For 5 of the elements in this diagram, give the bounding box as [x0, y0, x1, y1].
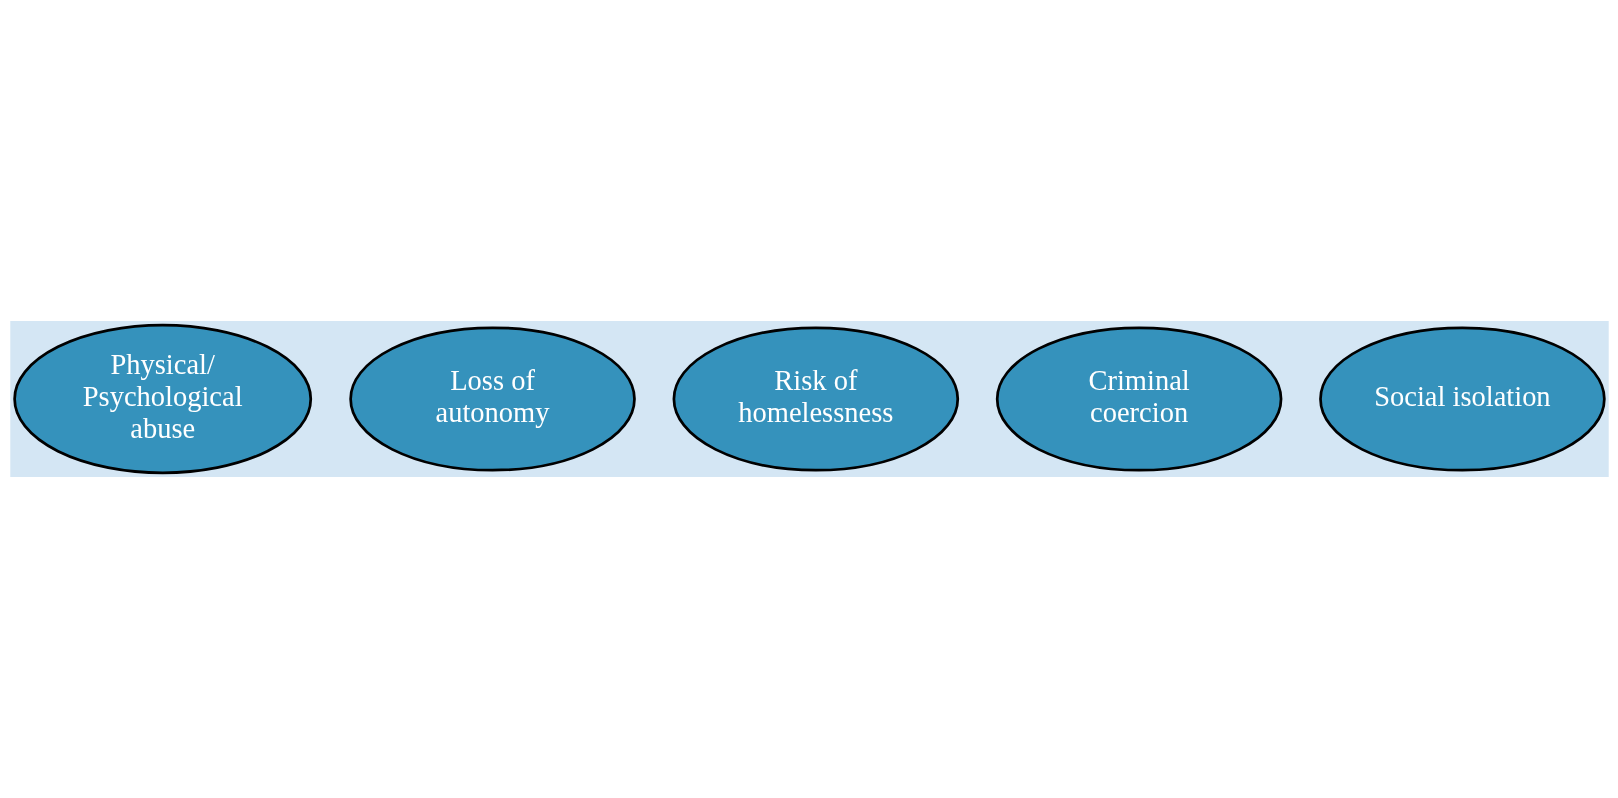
- node-ellipse: Loss of autonomy: [348, 326, 636, 472]
- node-ellipse: Criminal coercion: [995, 326, 1282, 472]
- node-ellipse: Physical/ Psychological abuse: [12, 323, 312, 475]
- node-ellipse: Risk of homelessness: [672, 326, 959, 472]
- node-ellipse: Social isolation: [1318, 326, 1606, 472]
